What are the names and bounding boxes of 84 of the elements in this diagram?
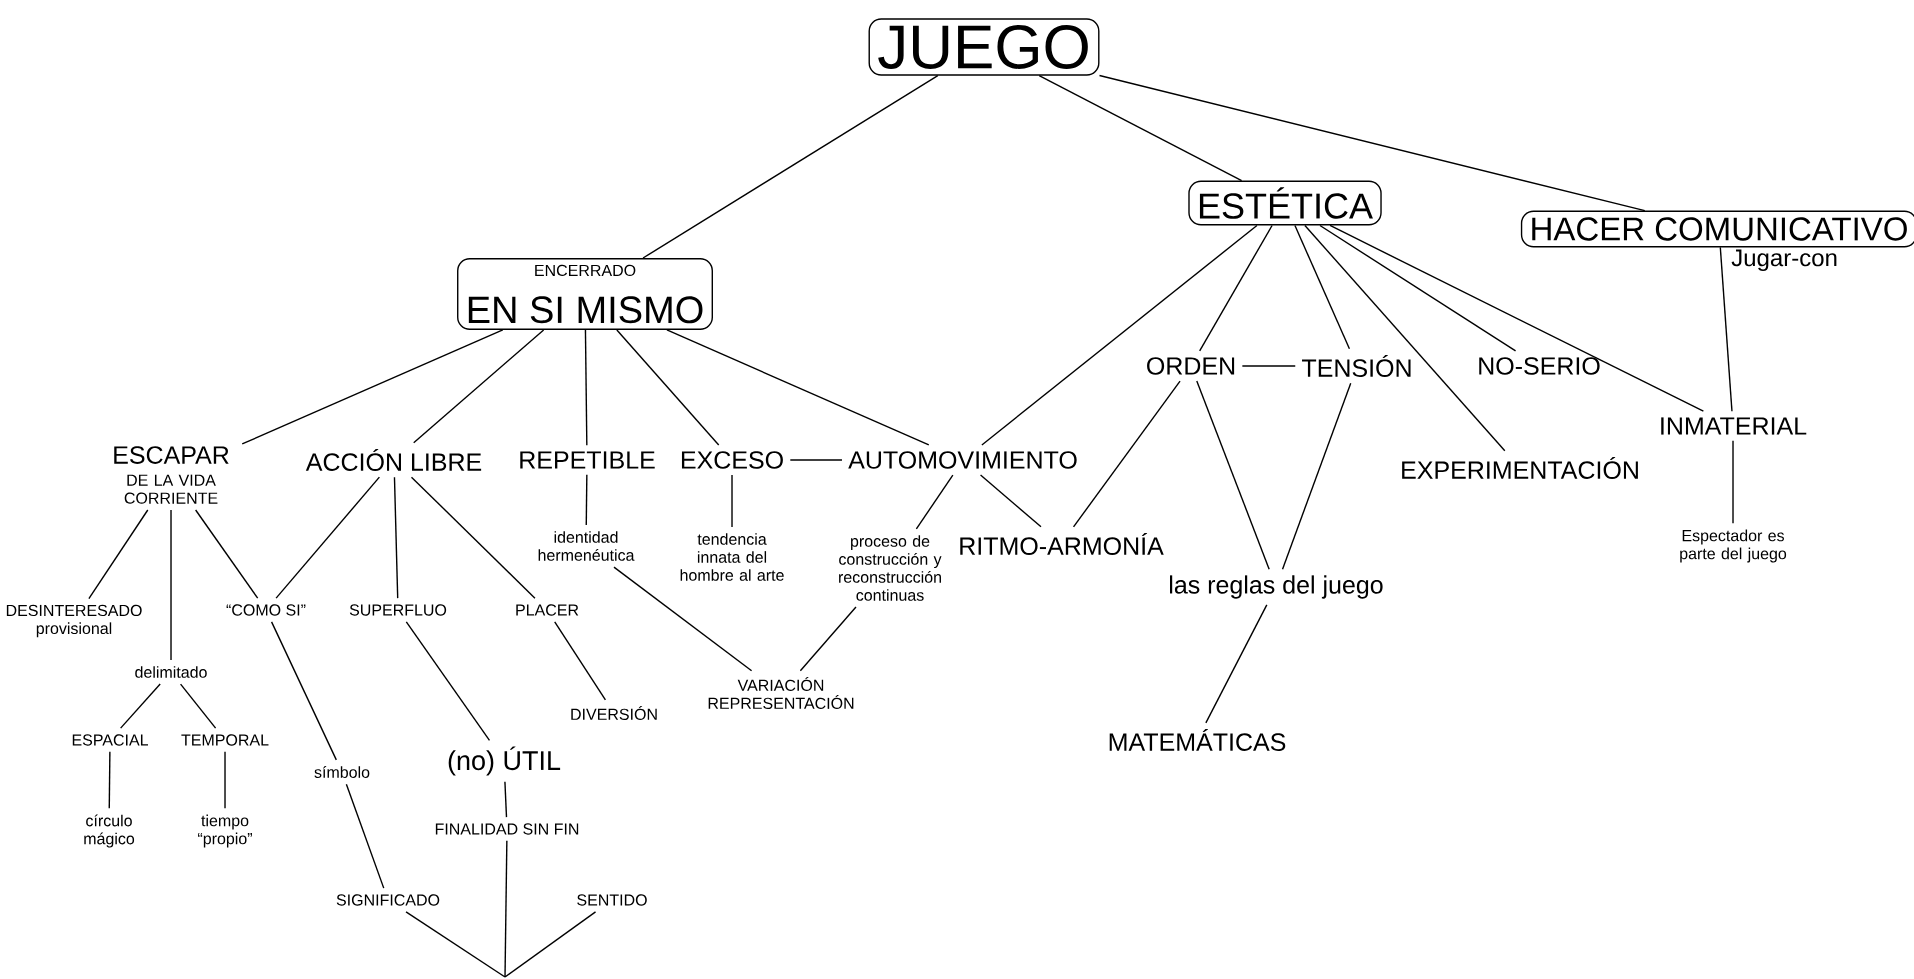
connector-line <box>1294 224 1351 350</box>
concept-label: SENTIDO <box>577 894 647 906</box>
connector-line <box>170 509 172 661</box>
connector-line <box>1072 380 1181 528</box>
connector-line <box>979 474 1042 528</box>
concept-label: PLACER <box>516 604 579 616</box>
connector-line <box>915 474 954 530</box>
concept-label: RITMO-ARMONÍA <box>960 533 1164 555</box>
concept-label: INMATERIAL <box>1661 417 1807 435</box>
concept-label: ORDEN <box>1147 357 1235 375</box>
connector-line <box>108 751 111 809</box>
concept-label: SUPERFLUO <box>349 604 447 616</box>
connector-line <box>241 329 504 445</box>
concept-label: REPETIBLE <box>520 451 655 469</box>
connector-line <box>731 474 733 528</box>
concept-label: SIGNIFICADO <box>336 894 440 906</box>
connector-line <box>405 621 491 741</box>
concept-label: NO-SERIO <box>1479 357 1600 375</box>
connector-line <box>1241 365 1296 367</box>
connector-line <box>1038 74 1243 182</box>
concept-label: tendencia innata del hombre al arte <box>680 533 784 581</box>
concept-label: delimitado <box>135 666 207 678</box>
connector-line <box>1732 440 1734 525</box>
connector-line <box>270 621 337 761</box>
connector-line <box>1281 382 1352 570</box>
concept-box: HACER COMUNICATIVO <box>1520 210 1914 248</box>
concept-label: AUTOMOVIMIENTO <box>848 451 1077 469</box>
connector-line <box>179 683 217 729</box>
connector-line <box>554 621 607 701</box>
connector-line <box>1199 224 1273 352</box>
concept-label: identidad hermenéutica <box>538 531 635 561</box>
concept-label: TENSIÓN <box>1302 355 1411 377</box>
connector-line <box>1196 380 1270 570</box>
concept-label: círculo mágico <box>84 814 135 848</box>
connector-line <box>1719 246 1733 412</box>
connector-line <box>789 459 843 461</box>
concept-label: DESINTERESADO provisional <box>6 604 142 638</box>
connector-line <box>799 606 857 672</box>
concept-box: ESTÉTICA <box>1188 180 1382 226</box>
connector-line <box>981 224 1258 446</box>
concept-label: TEMPORAL <box>181 734 269 746</box>
connector-line <box>504 840 508 978</box>
connector-line <box>616 329 720 446</box>
connector-line <box>585 474 588 526</box>
connector-line <box>584 329 588 446</box>
connector-line <box>666 329 930 446</box>
concept-label: MATEMÁTICAS <box>1109 729 1286 751</box>
connector-line <box>1329 224 1705 412</box>
concept-label: símbolo <box>314 766 370 778</box>
connector-line <box>504 911 597 978</box>
connector-line <box>194 509 259 599</box>
beside-label: Jugar-con <box>1731 249 1837 272</box>
concept-box: ENCERRADO EN SI MISMO <box>457 258 713 330</box>
connector-line <box>88 509 149 600</box>
concept-label: ESPACIAL <box>72 734 148 746</box>
concept-label: VARIACIÓN REPRESENTACIÓN <box>708 677 854 709</box>
connector-line <box>1304 224 1506 452</box>
concept-label: Espectador es parte del juego <box>1680 529 1787 563</box>
connector-line <box>275 476 381 599</box>
concept-box: JUEGO <box>868 18 1100 76</box>
connector-line <box>224 751 226 810</box>
connector-line <box>393 476 399 599</box>
concept-label: (no) ÚTIL <box>448 746 561 776</box>
connector-line <box>345 783 385 889</box>
connector-line <box>1319 224 1517 352</box>
concept-label: EXPERIMENTACIÓN <box>1402 457 1638 479</box>
connector-line <box>1205 604 1268 724</box>
concept-label: proceso de construcción y reconstrucción continuas <box>839 535 942 601</box>
concept-label: ACCIÓN LIBRE <box>305 449 482 471</box>
concept-label: las reglas del juego <box>1170 575 1383 599</box>
connector-line <box>1098 74 1646 212</box>
connector-line <box>410 476 536 599</box>
connector-line <box>119 683 161 729</box>
concept-label: ESCAPAR DE LA VIDA CORRIENTE <box>114 446 229 504</box>
connector-line <box>613 566 753 672</box>
connector-line <box>504 781 508 818</box>
connector-line <box>405 911 506 978</box>
connector-line <box>642 74 939 259</box>
concept-label: tiempo “propio” <box>198 814 252 848</box>
concept-label: FINALIDAD SIN FIN <box>435 823 579 835</box>
concept-label: “COMO SI” <box>226 604 306 616</box>
concept-label: DIVERSIÓN <box>571 706 657 720</box>
connector-line <box>413 329 545 444</box>
concept-label: EXCESO <box>681 451 783 469</box>
